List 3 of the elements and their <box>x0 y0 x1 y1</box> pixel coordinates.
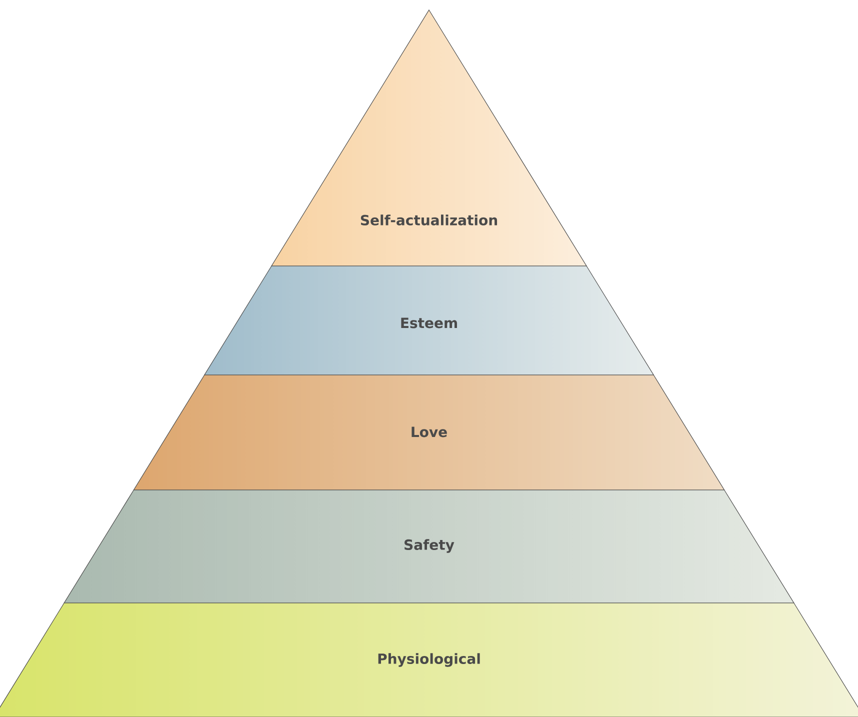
pyramid-level: Love <box>133 374 725 490</box>
pyramid-level: Safety <box>64 490 794 604</box>
pyramid-level: Physiological <box>0 602 858 717</box>
